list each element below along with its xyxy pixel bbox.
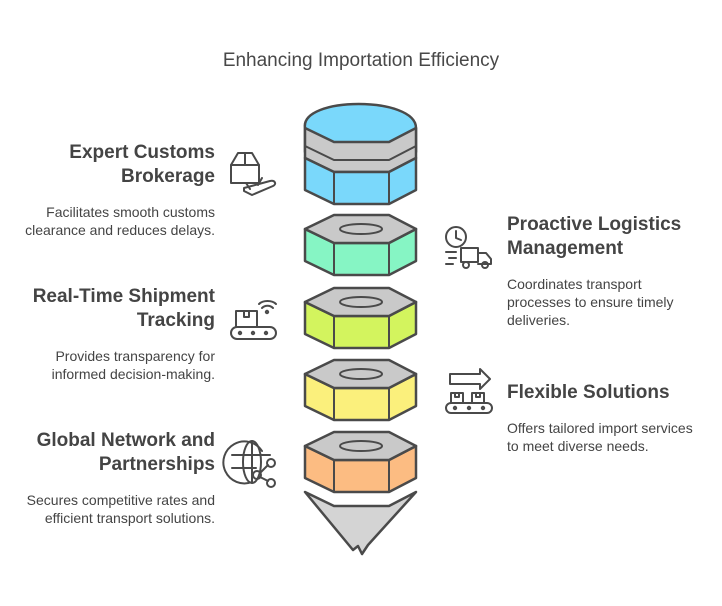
item-heading: Expert Customs Brokerage xyxy=(69,142,215,187)
item-heading: Real-Time Shipment Tracking xyxy=(32,286,215,331)
segment-5-network xyxy=(303,430,418,494)
item-customs-brokerage: Expert Customs Brokerage Facilitates smo… xyxy=(15,141,215,239)
nut-hole xyxy=(339,296,383,308)
item-description: Offers tailored import services to meet … xyxy=(507,420,693,454)
item-heading: Flexible Solutions xyxy=(507,382,670,403)
item-description: Provides transparency for informed decis… xyxy=(51,348,215,382)
item-global-network: Global Network and Partnerships Secures … xyxy=(15,429,215,527)
segment-2-logistics xyxy=(303,213,418,277)
item-heading: Proactive Logistics Management xyxy=(507,214,682,259)
nut-hole xyxy=(339,368,383,380)
nut-edge xyxy=(333,460,390,492)
item-shipment-tracking: Real-Time Shipment Tracking Provides tra… xyxy=(15,285,215,383)
conveyor-wifi-icon xyxy=(230,300,277,340)
item-description: Secures competitive rates and efficient … xyxy=(26,492,215,526)
item-description: Coordinates transport processes to ensur… xyxy=(507,276,674,328)
segment-1-customs xyxy=(303,102,418,206)
globe-share-icon xyxy=(222,440,276,488)
item-heading: Global Network and Partnerships xyxy=(36,430,215,475)
nut-edge xyxy=(333,388,390,420)
segment-3-tracking xyxy=(303,286,418,350)
clock-truck-icon xyxy=(445,226,492,269)
nut-edge xyxy=(333,316,390,348)
diagram-title: Enhancing Importation Efficiency xyxy=(222,50,500,71)
nut-edge xyxy=(333,243,390,275)
item-description: Facilitates smooth customs clearance and… xyxy=(25,204,215,238)
diagram-tip xyxy=(303,490,418,556)
item-logistics-management: Proactive Logistics Management Coordinat… xyxy=(507,213,707,329)
package-plane-icon xyxy=(230,152,277,196)
segment-4-flexible xyxy=(303,358,418,422)
nut-hole xyxy=(339,440,383,452)
nut-hole xyxy=(339,223,383,235)
conveyor-arrow-icon xyxy=(445,368,493,414)
item-flexible-solutions: Flexible Solutions Offers tailored impor… xyxy=(507,381,707,455)
